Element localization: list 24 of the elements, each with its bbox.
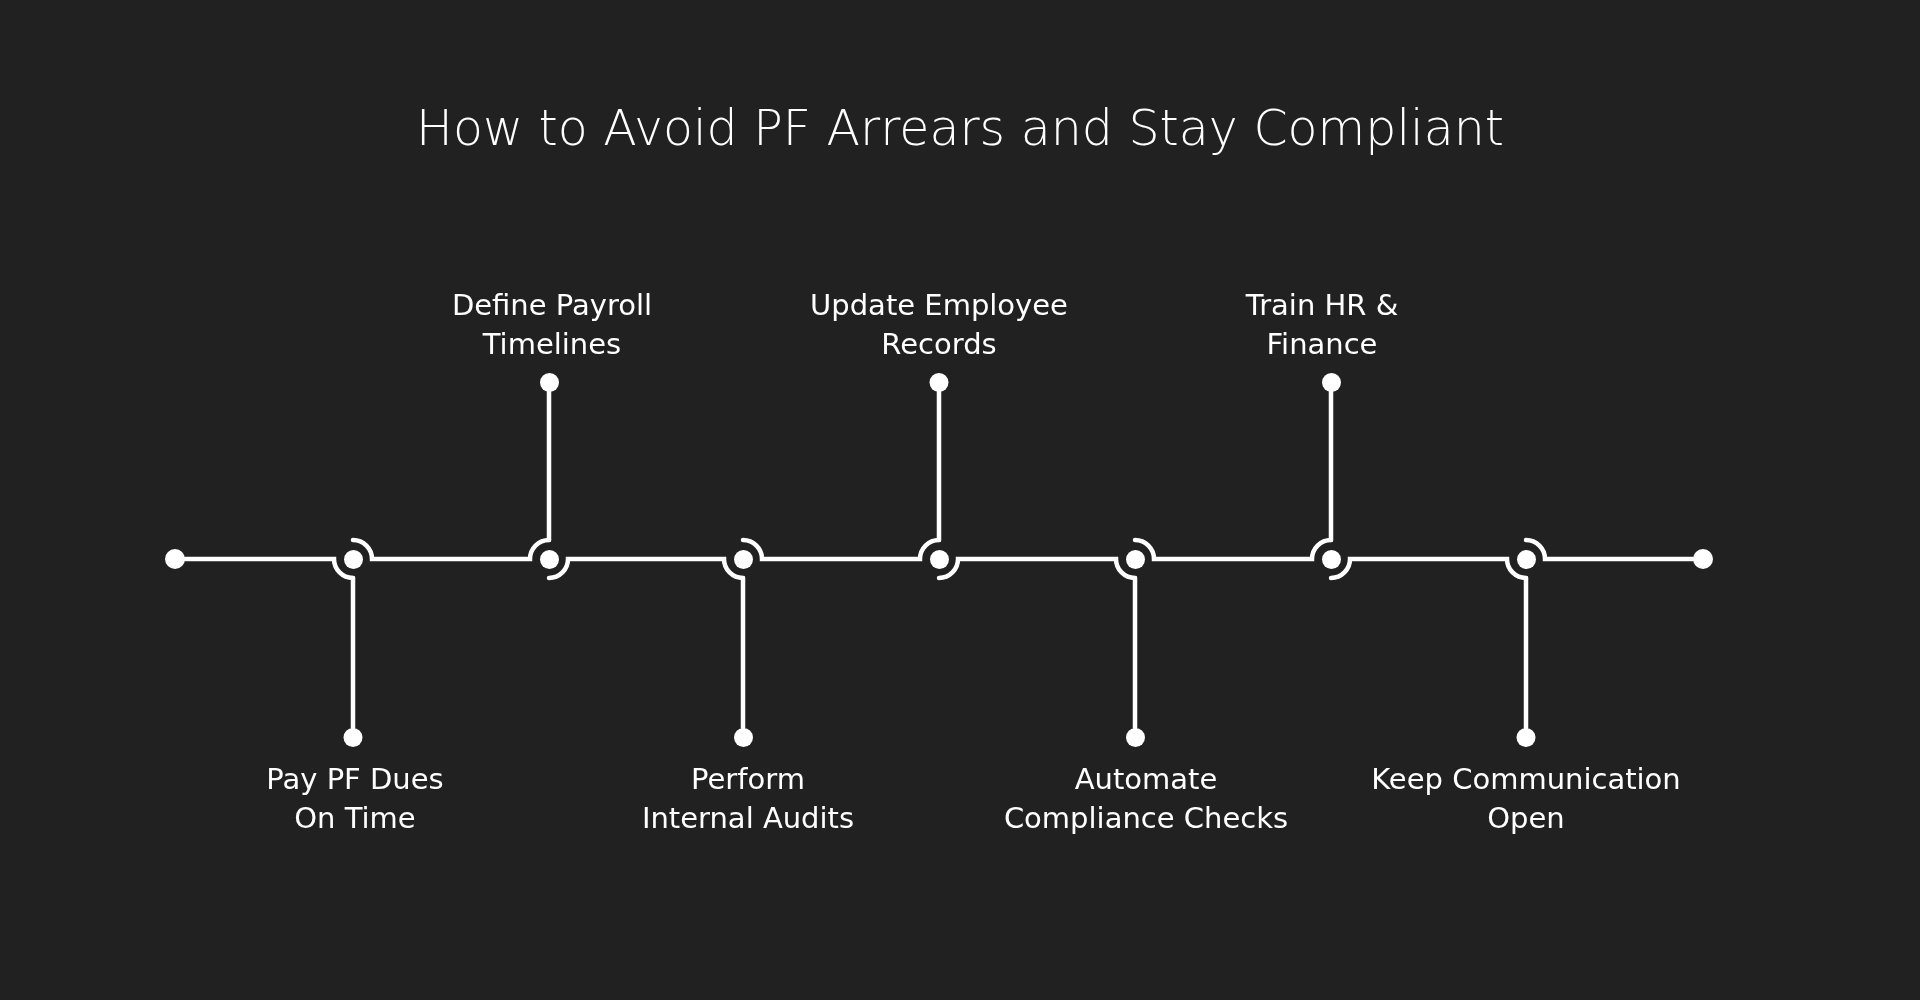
connector-line <box>1523 575 1529 730</box>
milestone-label: Keep Communication Open <box>1370 760 1682 837</box>
connector-line <box>936 389 942 543</box>
junction-dot <box>929 549 949 569</box>
milestone-label: Define Payroll Timelines <box>451 286 653 363</box>
endpoint-dot <box>165 549 185 569</box>
connector-line <box>1328 389 1334 543</box>
junction-dot <box>343 549 363 569</box>
connector-line <box>350 575 356 730</box>
junction-dot <box>1516 549 1536 569</box>
connector-line <box>1132 575 1138 730</box>
milestone-label: Automate Compliance Checks <box>1003 760 1289 837</box>
junction-dot <box>1125 549 1145 569</box>
junction-dot <box>733 549 753 569</box>
title: How to Avoid PF Arrears and Stay Compliant <box>416 99 1504 159</box>
junction-dot <box>539 549 559 569</box>
milestone-label: Train HR & Finance <box>1245 286 1399 363</box>
milestone-label: Pay PF Dues On Time <box>265 760 445 837</box>
milestone-label: Perform Internal Audits <box>641 760 855 837</box>
junction-dot <box>1321 549 1341 569</box>
endpoint-dot <box>1693 549 1713 569</box>
milestone-label: Update Employee Records <box>809 286 1069 363</box>
connector-line <box>546 389 552 543</box>
connector-line <box>740 575 746 730</box>
